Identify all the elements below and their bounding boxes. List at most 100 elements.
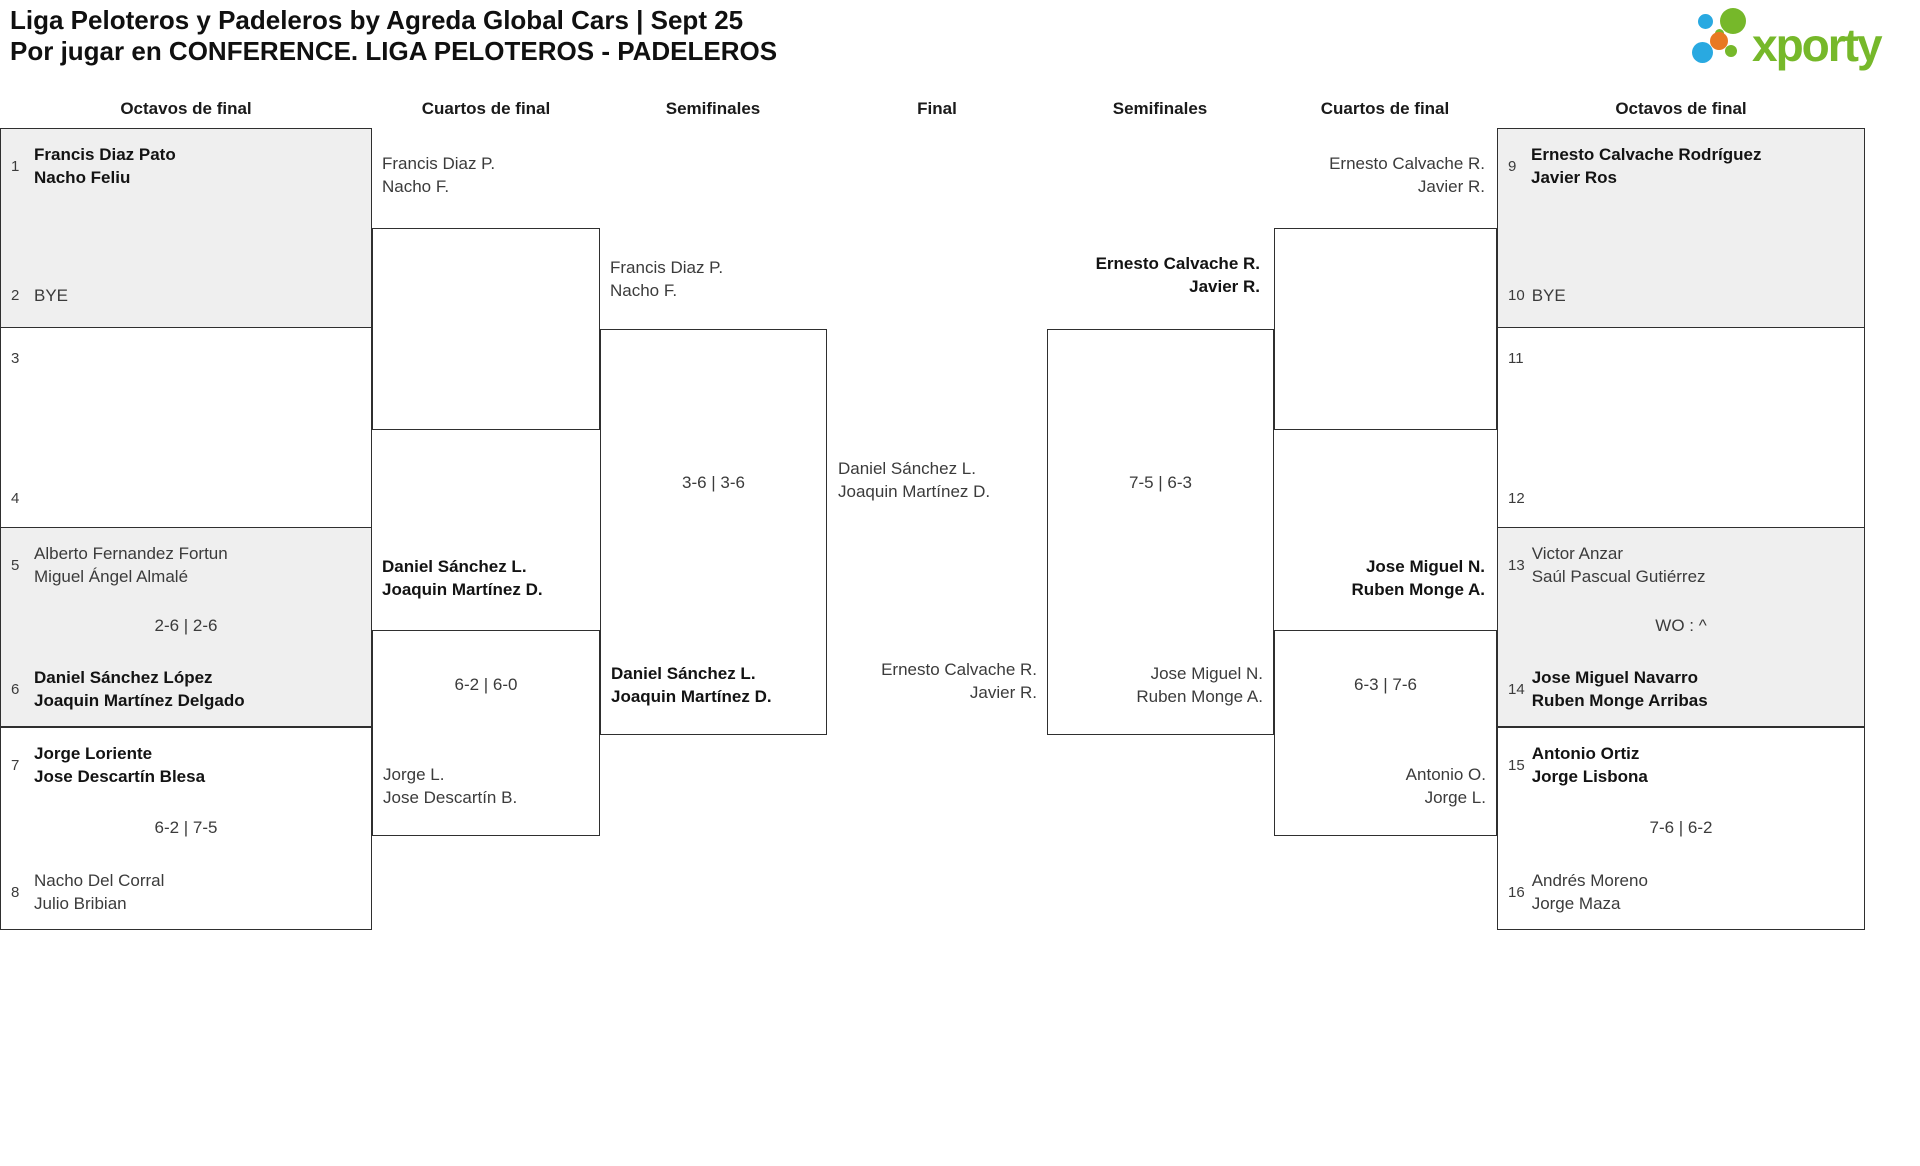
qf-right-1-winner: Ernesto Calvache R. Javier R.: [1329, 152, 1485, 198]
player-name: Daniel Sánchez L.: [611, 664, 756, 683]
player-name: Francis Diaz P.: [382, 154, 496, 173]
slot-seed-9: 9 Ernesto Calvache Rodríguez Javier Ros: [1508, 143, 1856, 189]
slot-seed-13: 13 Victor Anzar Saúl Pascual Gutiérrez: [1508, 542, 1856, 588]
slot-seed-2: 2 BYE: [11, 284, 363, 307]
seed-number: 15: [1508, 756, 1525, 774]
r16-right-match-1-box: 9 Ernesto Calvache Rodríguez Javier Ros …: [1497, 128, 1865, 328]
team-names: Ernesto Calvache Rodríguez Javier Ros: [1531, 143, 1762, 189]
seed-number: 11: [1508, 350, 1524, 367]
team-names: Jose Miguel Navarro Ruben Monge Arribas: [1532, 666, 1708, 712]
player-name: Nacho F.: [610, 281, 678, 300]
logo-wordmark: xporty: [1752, 19, 1883, 71]
round-header-octavos-left: Octavos de final: [120, 99, 252, 118]
r16-left-match-2-box: 3 4: [0, 327, 372, 528]
player-name: Miguel Ángel Almalé: [34, 567, 189, 586]
page-title: Liga Peloteros y Padeleros by Agreda Glo…: [10, 5, 744, 35]
qf-left-2-box: 6-2 | 6-0 Jorge L. Jose Descartín B.: [372, 630, 600, 836]
match-score: 7-5 | 6-3: [1128, 473, 1192, 492]
logo-dot-orange: [1710, 32, 1728, 50]
seed-number: 13: [1508, 556, 1525, 574]
player-name: Jose Miguel Navarro: [1531, 668, 1698, 687]
sf-left-winner: Daniel Sánchez L. Joaquin Martínez D.: [611, 662, 772, 708]
player-name: Daniel Sánchez L.: [838, 459, 976, 478]
seed-number: 8: [11, 883, 20, 901]
round-header-octavos-right: Octavos de final: [1615, 99, 1747, 118]
seed-number: 10: [1508, 287, 1525, 304]
walkover-note: WO : ^: [1655, 616, 1707, 635]
team-names: Francis Diaz Pato Nacho Feliu: [34, 143, 176, 189]
round-header-semis-left: Semifinales: [665, 99, 761, 118]
player-name: Javier R.: [1189, 277, 1260, 296]
seed-number: 6: [11, 680, 20, 698]
player-name: Ruben Monge Arribas: [1531, 691, 1708, 710]
slot-seed-14: 14 Jose Miguel Navarro Ruben Monge Arrib…: [1508, 666, 1856, 712]
round-header-cuartos-left: Cuartos de final: [421, 99, 551, 118]
player-name: Ernesto Calvache R.: [1329, 154, 1485, 173]
player-name: Jose Descartín B.: [383, 788, 518, 807]
match-score: 7-6 | 6-2: [1649, 817, 1713, 837]
seed-number: 3: [11, 350, 20, 367]
qf-left-2-loser: Jorge L. Jose Descartín B.: [383, 763, 517, 809]
player-name: Joaquin Martínez Delgado: [34, 691, 245, 710]
player-name: Ernesto Calvache R.: [1095, 254, 1260, 273]
seed-number: 9: [1508, 157, 1517, 175]
player-name: Ruben Monge A.: [1136, 687, 1263, 706]
player-name: Jose Miguel N.: [1365, 557, 1485, 576]
team-names: Nacho Del Corral Julio Bribian: [34, 869, 164, 915]
player-name: Francis Diaz Pato: [34, 145, 176, 164]
r16-right-match-4-box: 15 Antonio Ortiz Jorge Lisbona 7-6 | 6-2…: [1497, 727, 1865, 930]
player-name: Javier R.: [969, 683, 1037, 702]
match-score: 3-6 | 3-6: [681, 473, 745, 492]
final-right-team: Ernesto Calvache R. Javier R.: [881, 658, 1037, 704]
team-names: Andrés Moreno Jorge Maza: [1532, 869, 1648, 915]
logo-dot-green-large: [1720, 8, 1746, 34]
player-name: Jose Descartín Blesa: [34, 767, 206, 786]
match-score: 6-2 | 7-5: [154, 817, 218, 837]
player-name: Jorge Loriente: [34, 744, 153, 763]
slot-seed-1: 1 Francis Diaz Pato Nacho Feliu: [11, 143, 363, 189]
player-name: Jorge Lisbona: [1531, 767, 1648, 786]
player-name: Jorge L.: [1424, 788, 1486, 807]
seed-number: 4: [11, 490, 20, 507]
qf-left-1-box: [372, 228, 600, 430]
team-names: Antonio Ortiz Jorge Lisbona: [1532, 742, 1648, 788]
team-names: Jorge Loriente Jose Descartín Blesa: [34, 742, 205, 788]
sf-right-winner: Ernesto Calvache R. Javier R.: [1096, 252, 1260, 298]
sf-right-box: 7-5 | 6-3 Jose Miguel N. Ruben Monge A.: [1047, 329, 1274, 735]
sf-right-bottom-team: Jose Miguel N. Ruben Monge A.: [1136, 662, 1263, 708]
qf-right-2-loser: Antonio O. Jorge L.: [1406, 763, 1486, 809]
player-name: Francis Diaz P.: [610, 258, 724, 277]
match-score: 6-2 | 6-0: [454, 675, 518, 694]
sf-left-top-team: Francis Diaz P. Nacho F.: [610, 256, 723, 302]
page-subtitle: Por jugar en CONFERENCE. LIGA PELOTEROS …: [10, 36, 778, 66]
team-names: Victor Anzar Saúl Pascual Gutiérrez: [1532, 542, 1706, 588]
team-names: BYE: [1531, 286, 1566, 305]
player-name: Ernesto Calvache Rodríguez: [1531, 145, 1762, 164]
player-name: Jose Miguel N.: [1150, 664, 1263, 683]
slot-seed-6: 6 Daniel Sánchez López Joaquin Martínez …: [11, 666, 363, 712]
round-header-final: Final: [917, 99, 957, 118]
player-name: Joaquin Martínez D.: [382, 580, 543, 599]
player-name: Victor Anzar: [1531, 544, 1624, 563]
slot-seed-8: 8 Nacho Del Corral Julio Bribian: [11, 869, 363, 915]
seed-number: 5: [11, 556, 20, 574]
player-name: Andrés Moreno: [1531, 871, 1648, 890]
r16-left-match-4-box: 7 Jorge Loriente Jose Descartín Blesa 6-…: [0, 727, 372, 930]
logo-dot-blue-small: [1698, 14, 1713, 29]
player-name: Nacho Feliu: [34, 168, 131, 187]
slot-seed-5: 5 Alberto Fernandez Fortun Miguel Ángel …: [11, 542, 363, 588]
round-header-semis-right: Semifinales: [1112, 99, 1208, 118]
player-name: Javier R.: [1417, 177, 1485, 196]
r16-left-match-1-box: 1 Francis Diaz Pato Nacho Feliu 2 BYE: [0, 128, 372, 328]
player-name: Joaquin Martínez D.: [611, 687, 772, 706]
qf-left-2-winner: Daniel Sánchez L. Joaquin Martínez D.: [382, 555, 543, 601]
round-header-cuartos-right: Cuartos de final: [1320, 99, 1450, 118]
player-name: Alberto Fernandez Fortun: [34, 544, 228, 563]
r16-right-match-3-box: 13 Victor Anzar Saúl Pascual Gutiérrez W…: [1497, 527, 1865, 727]
seed-number: 2: [11, 287, 20, 304]
player-name: Jorge L.: [383, 765, 445, 784]
seed-number: 16: [1508, 883, 1525, 901]
player-name: Jorge Maza: [1531, 894, 1621, 913]
seed-number: 12: [1508, 490, 1525, 507]
